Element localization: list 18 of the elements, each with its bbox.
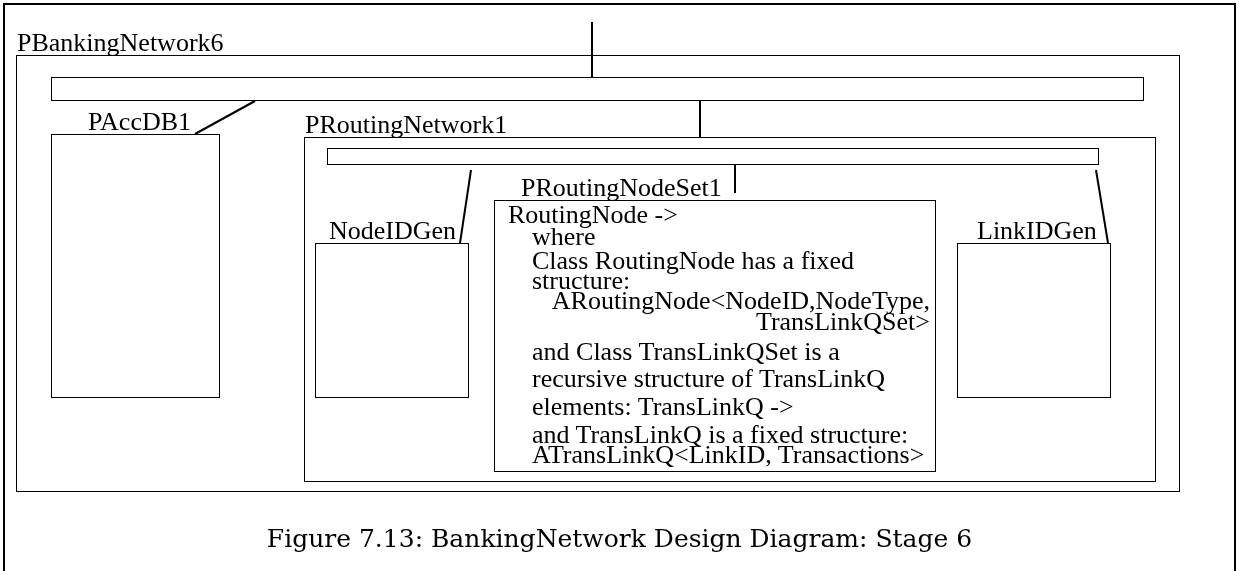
connector-line <box>699 100 701 138</box>
figure-caption: Figure 7.13: BankingNetwork Design Diagram: Stage 6 <box>266 524 973 553</box>
bus-bar <box>51 77 1144 101</box>
specification-text: ARoutingNode<NodeID,NodeType, TransLinkQSet> <box>551 291 930 333</box>
bus-bar <box>327 148 1099 165</box>
specification-text: Class RoutingNode has a fixed structure: <box>532 251 855 292</box>
component-name: PAccDB1 <box>88 109 192 135</box>
connector-line <box>734 164 736 194</box>
connector-line <box>1095 169 1109 244</box>
component-name: NodeIDGen <box>329 218 457 244</box>
component-name: PRoutingNetwork1 <box>305 112 508 138</box>
component-name: PRoutingNodeSet1 <box>521 175 722 201</box>
connector-line <box>194 100 256 135</box>
component-name: PBankingNetwork6 <box>17 30 224 56</box>
connector-line <box>591 21 593 78</box>
specification-text: where <box>532 227 596 247</box>
component-name: LinkIDGen <box>977 218 1097 244</box>
connector-line <box>459 169 472 244</box>
